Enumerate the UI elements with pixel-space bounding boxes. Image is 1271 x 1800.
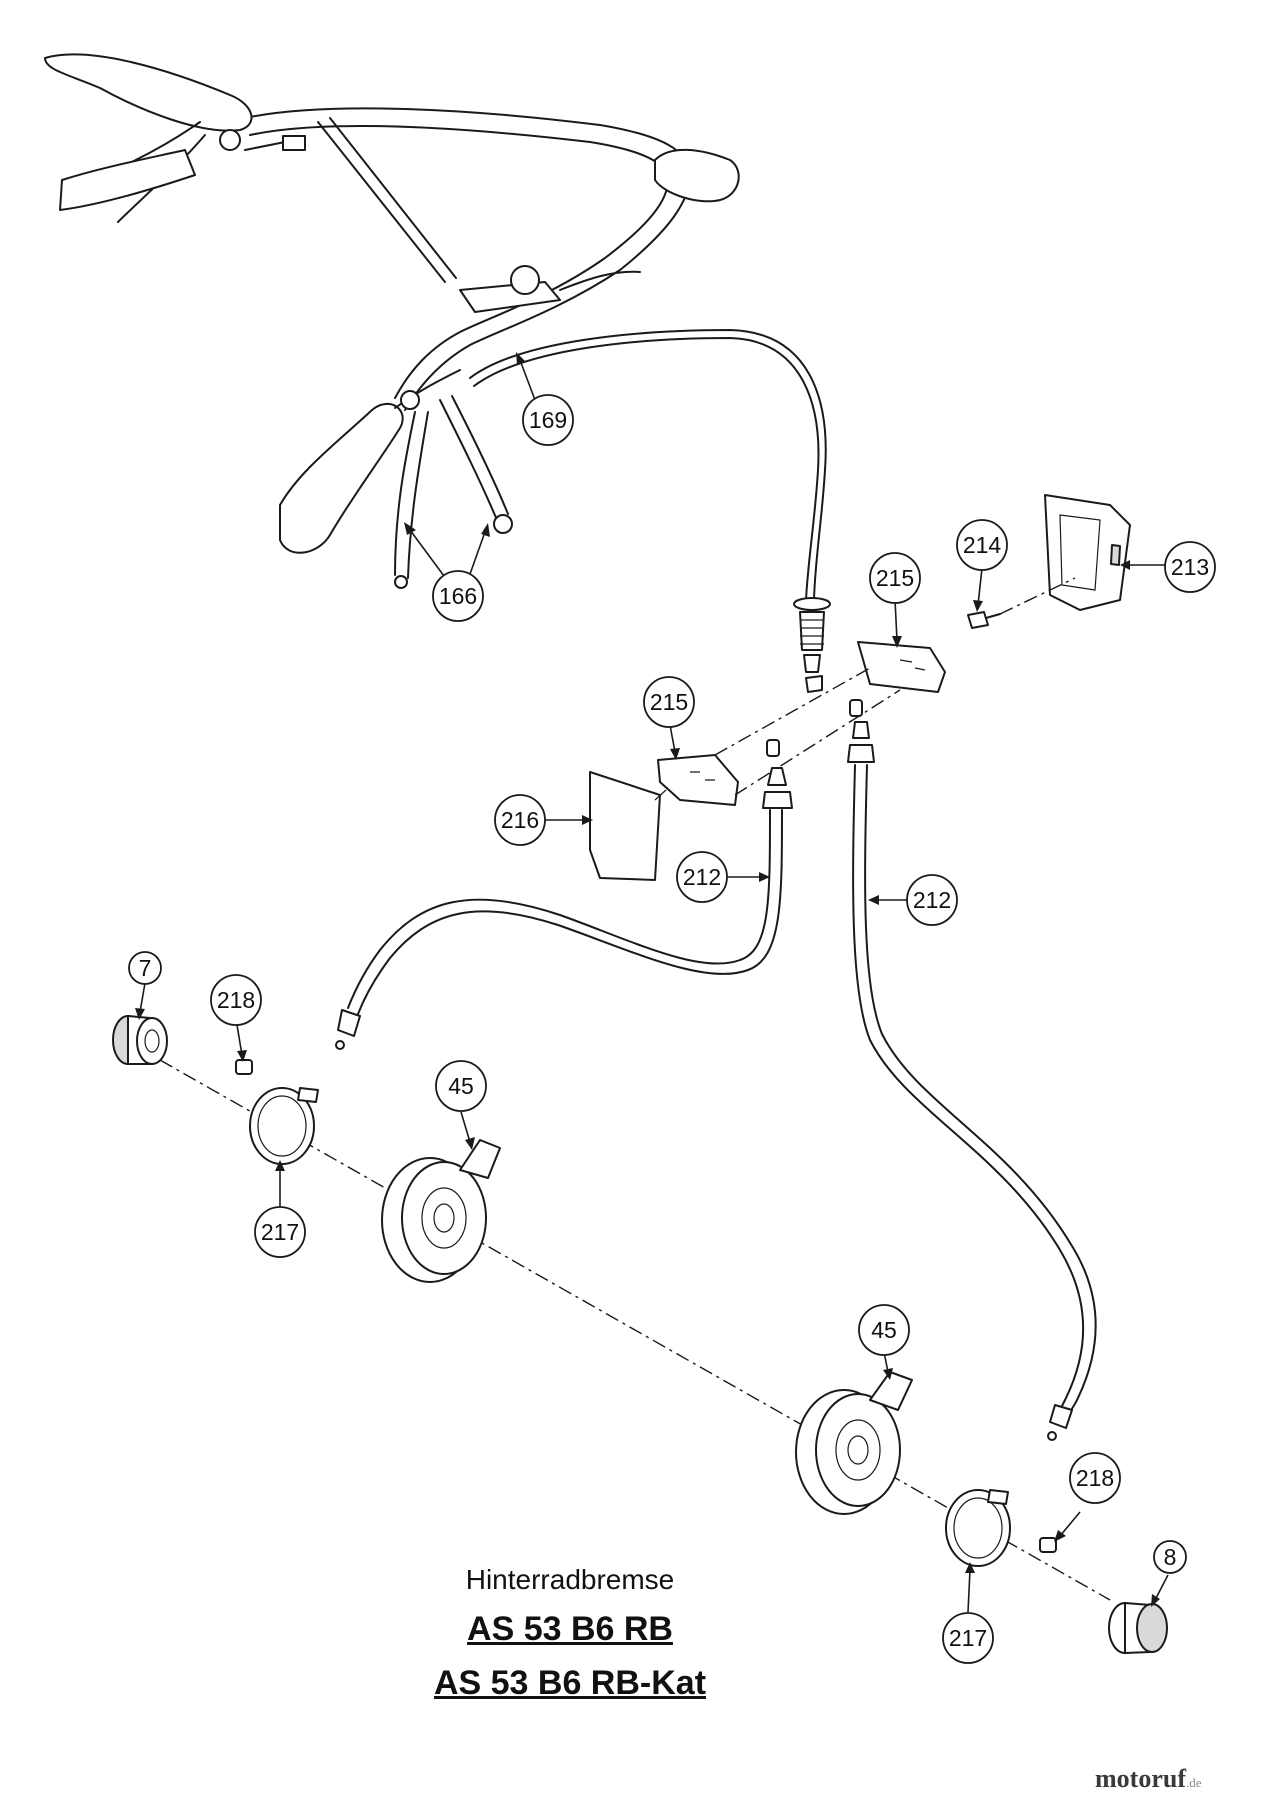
svg-text:212: 212 <box>913 887 951 913</box>
callout-212-left: 212 <box>676 851 728 903</box>
callout-214: 214 <box>956 519 1008 571</box>
brake-band-217-right <box>945 1489 1011 1567</box>
leader-lines <box>135 352 1169 1613</box>
svg-text:166: 166 <box>439 583 477 609</box>
svg-text:215: 215 <box>650 689 688 715</box>
callout-45-left: 45 <box>435 1060 487 1112</box>
diagram-subtitle: Hinterradbremse <box>465 1564 675 1595</box>
callout-216: 216 <box>494 794 546 846</box>
svg-text:45: 45 <box>448 1073 474 1099</box>
svg-text:213: 213 <box>1171 554 1209 580</box>
callout-8: 8 <box>1153 1540 1187 1574</box>
model-name-1: AS 53 B6 RB <box>467 1610 673 1648</box>
svg-text:216: 216 <box>501 807 539 833</box>
brake-cable-212-right <box>847 721 1097 1441</box>
callout-217-left: 217 <box>254 1206 306 1258</box>
pin-218-right <box>1039 1537 1057 1553</box>
cover-216 <box>589 771 661 881</box>
brake-drum-45-right <box>795 1371 913 1515</box>
svg-text:8: 8 <box>1164 1544 1177 1570</box>
brake-drum-45-left <box>381 1139 501 1283</box>
motoruf-logo: motoruf.de <box>1095 1764 1202 1794</box>
gear-7 <box>112 1015 168 1065</box>
brake-band-217-left <box>249 1087 319 1165</box>
logo-text: motoruf <box>1095 1764 1186 1793</box>
svg-text:218: 218 <box>1076 1465 1114 1491</box>
brake-cable-212-left <box>335 767 793 1050</box>
pin-218-left <box>235 1059 253 1075</box>
logo-tld: .de <box>1185 1775 1202 1790</box>
screw-214 <box>967 611 1001 629</box>
svg-text:218: 218 <box>217 987 255 1013</box>
brake-cable-upper <box>469 329 827 601</box>
bracket-215-left <box>657 754 739 806</box>
callout-7: 7 <box>128 951 162 985</box>
mount-bracket-213 <box>1044 494 1131 611</box>
callout-213: 213 <box>1164 541 1216 593</box>
gear-8 <box>1108 1602 1168 1654</box>
cable-adjuster <box>793 597 831 693</box>
svg-text:217: 217 <box>261 1219 299 1245</box>
callout-45-right: 45 <box>858 1304 910 1356</box>
handlebar-assembly <box>44 53 740 589</box>
callout-166: 166 <box>432 570 484 622</box>
bracket-215-right <box>857 641 946 693</box>
callout-212-right: 212 <box>906 874 958 926</box>
callout-215-left: 215 <box>643 676 695 728</box>
svg-text:214: 214 <box>963 532 1002 558</box>
callout-169: 169 <box>522 394 574 446</box>
svg-text:7: 7 <box>139 955 152 981</box>
svg-text:169: 169 <box>529 407 567 433</box>
callout-218-right: 218 <box>1069 1452 1121 1504</box>
model-name-2: AS 53 B6 RB-Kat <box>433 1664 707 1702</box>
svg-text:215: 215 <box>876 565 914 591</box>
callout-217-right: 217 <box>942 1612 994 1664</box>
callout-218-left: 218 <box>210 974 262 1026</box>
svg-text:45: 45 <box>871 1317 897 1343</box>
svg-text:212: 212 <box>683 864 721 890</box>
callout-215-right: 215 <box>869 552 921 604</box>
svg-text:217: 217 <box>949 1625 987 1651</box>
